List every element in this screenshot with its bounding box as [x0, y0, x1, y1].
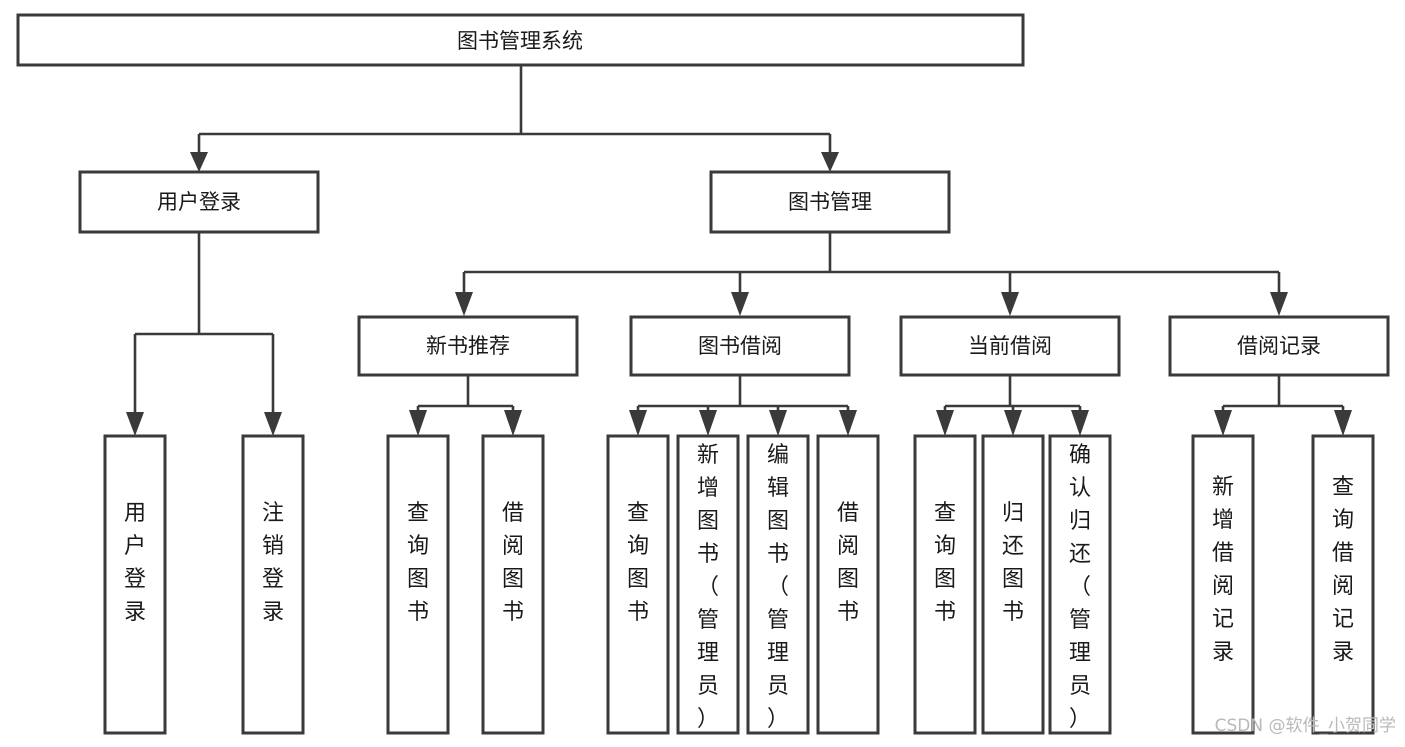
- csdn-watermark: CSDN @软件_小贺同学: [1215, 716, 1396, 736]
- node-new-book-recommend-box[interactable]: [357, 315, 579, 377]
- arrowhead-leaf-bb2: [699, 410, 717, 436]
- node-book-borrow-label: 图书借阅: [698, 334, 782, 358]
- leaf-br-query-record-box[interactable]: [1311, 434, 1375, 735]
- leaf-cb-return-book-label: 归还图书: [1002, 501, 1024, 625]
- leaf-cb-return-book-box[interactable]: [981, 434, 1045, 735]
- node-root[interactable]: 图书管理系统: [16, 13, 1025, 67]
- leaf-node[interactable]: 归还图书: [981, 434, 1045, 735]
- node-current-borrow[interactable]: 当前借阅: [899, 315, 1121, 377]
- leaf-bb-query-book-label: 查询图书: [627, 501, 649, 625]
- leaf-bb-query-book-box[interactable]: [606, 434, 670, 735]
- arrowhead-userlogin: [190, 152, 208, 172]
- leaf-nb-borrow-book-label: 借阅图书: [502, 501, 524, 625]
- leaf-node[interactable]: 新增借阅记录: [1191, 434, 1255, 735]
- leaf-node[interactable]: 借阅图书: [816, 434, 880, 735]
- node-borrow-record[interactable]: 借阅记录: [1168, 315, 1390, 377]
- node-borrow-record-label: 借阅记录: [1237, 334, 1321, 358]
- leaf-node[interactable]: 查询借阅记录: [1311, 434, 1375, 735]
- node-new-book-recommend[interactable]: 新书推荐: [357, 315, 579, 377]
- arrowhead-current: [1001, 292, 1019, 316]
- leaf-user-login-label: 用户登录: [124, 501, 146, 625]
- leaf-cb-query-book-box[interactable]: [913, 434, 977, 735]
- leaf-nb-query-book-label: 查询图书: [407, 501, 429, 625]
- leaf-nb-query-book-box[interactable]: [386, 434, 450, 735]
- leaf-bb-edit-book-box[interactable]: [746, 434, 810, 735]
- arrowhead-record: [1270, 292, 1288, 316]
- node-user-login[interactable]: 用户登录: [78, 170, 320, 234]
- leaf-cb-confirm-return-label: 确认归还（管理员）: [1069, 443, 1091, 732]
- leaf-cb-query-book-label: 查询图书: [934, 501, 956, 625]
- leaf-node[interactable]: 编辑图书（管理员）: [746, 434, 810, 735]
- node-new-book-recommend-label: 新书推荐: [426, 334, 510, 358]
- leaf-node[interactable]: 查询图书: [606, 434, 670, 735]
- leaf-node[interactable]: 用户登录: [103, 434, 167, 735]
- arrowhead-leaf-nb2: [504, 410, 522, 436]
- leaf-bb-borrow-book-label: 借阅图书: [837, 501, 859, 625]
- leaf-logout-box[interactable]: [241, 434, 305, 735]
- arrowhead-bookmgmt: [821, 152, 839, 172]
- node-root-box[interactable]: [16, 13, 1025, 67]
- node-book-management-label: 图书管理: [788, 190, 872, 214]
- leaf-bb-add-book-label: 新增图书（管理员）: [697, 443, 719, 732]
- leaf-bb-edit-book-label: 编辑图书（管理员）: [767, 443, 789, 732]
- node-book-borrow-box[interactable]: [629, 315, 851, 377]
- leaf-bb-add-book-box[interactable]: [676, 434, 740, 735]
- arrowhead-leaf-bb1: [629, 410, 647, 436]
- arrowhead-borrow: [731, 292, 749, 316]
- leaf-node[interactable]: 确认归还（管理员）: [1048, 434, 1112, 735]
- leaf-bb-borrow-book-box[interactable]: [816, 434, 880, 735]
- arrowhead-leaf-nb1: [409, 410, 427, 436]
- node-user-login-label: 用户登录: [157, 190, 241, 214]
- arrowhead-leaf-cb3: [1071, 410, 1089, 436]
- leaf-user-login-box[interactable]: [103, 434, 167, 735]
- leaf-br-add-record-box[interactable]: [1191, 434, 1255, 735]
- connector-layer: [126, 65, 1352, 436]
- node-current-borrow-box[interactable]: [899, 315, 1121, 377]
- leaf-node[interactable]: 查询图书: [913, 434, 977, 735]
- leaf-br-add-record-label: 新增借阅记录: [1212, 475, 1234, 665]
- leaf-cb-confirm-return-box[interactable]: [1048, 434, 1112, 735]
- leaf-node[interactable]: 借阅图书: [481, 434, 545, 735]
- leaf-br-query-record-label: 查询借阅记录: [1332, 475, 1354, 665]
- leaf-node[interactable]: 新增图书（管理员）: [676, 434, 740, 735]
- node-book-management[interactable]: 图书管理: [709, 170, 951, 234]
- arrowhead-leaf-user-login: [126, 412, 144, 436]
- arrowhead-leaf-br1: [1214, 410, 1232, 436]
- arrowhead-leaf-logout: [264, 412, 282, 436]
- node-borrow-record-box[interactable]: [1168, 315, 1390, 377]
- arrowhead-leaf-bb4: [839, 410, 857, 436]
- arrowhead-leaf-cb1: [936, 410, 954, 436]
- leaf-node[interactable]: 注销登录: [241, 434, 305, 735]
- arrowhead-leaf-br2: [1334, 410, 1352, 436]
- leaf-logout-label: 注销登录: [262, 501, 284, 625]
- arrowhead-leaf-cb2: [1004, 410, 1022, 436]
- node-user-login-box[interactable]: [78, 170, 320, 234]
- leaf-node[interactable]: 查询图书: [386, 434, 450, 735]
- leaf-nb-borrow-book-box[interactable]: [481, 434, 545, 735]
- arrowhead-newbook: [455, 292, 473, 316]
- node-root-label: 图书管理系统: [457, 29, 583, 53]
- node-current-borrow-label: 当前借阅: [968, 334, 1052, 358]
- arrowhead-leaf-bb3: [769, 410, 787, 436]
- node-book-management-box[interactable]: [709, 170, 951, 234]
- node-book-borrow[interactable]: 图书借阅: [629, 315, 851, 377]
